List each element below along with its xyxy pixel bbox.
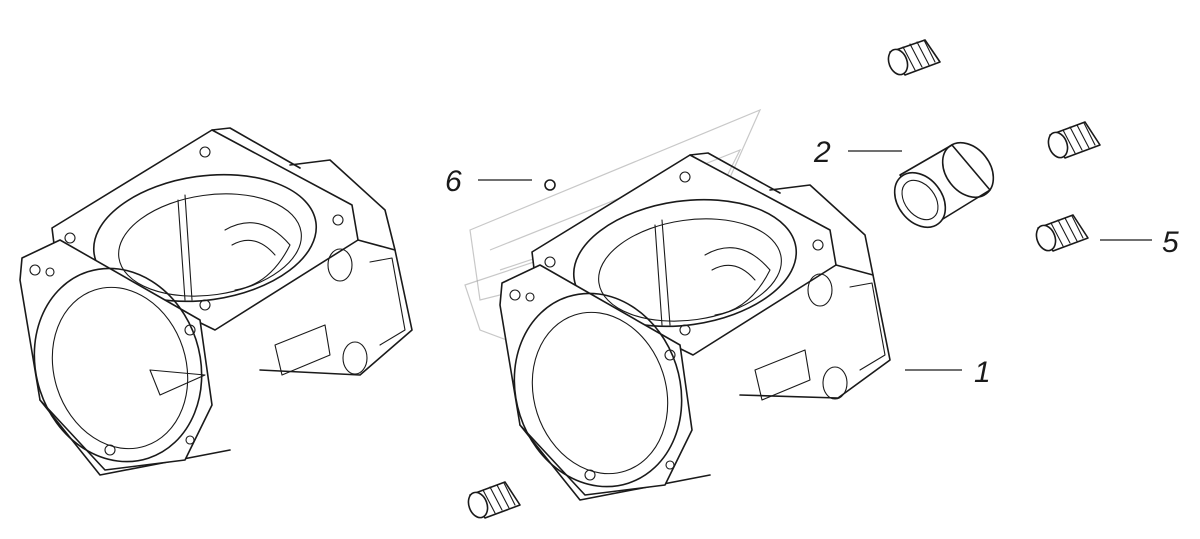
housing-part-1 (499, 152, 891, 501)
ball-part-6 (544, 179, 556, 191)
threaded-plug-right (1047, 121, 1101, 159)
threaded-plug-part-5 (1035, 214, 1089, 252)
callout-6: 6 (445, 165, 462, 198)
callout-1: 1 (974, 356, 991, 389)
callout-2: 2 (813, 136, 831, 169)
callout-5: 5 (1162, 226, 1179, 259)
housing-left-view (19, 127, 413, 476)
threaded-plug-top (887, 39, 941, 76)
sleeve-part-2 (893, 141, 995, 229)
threaded-plug-bottom (467, 481, 521, 519)
